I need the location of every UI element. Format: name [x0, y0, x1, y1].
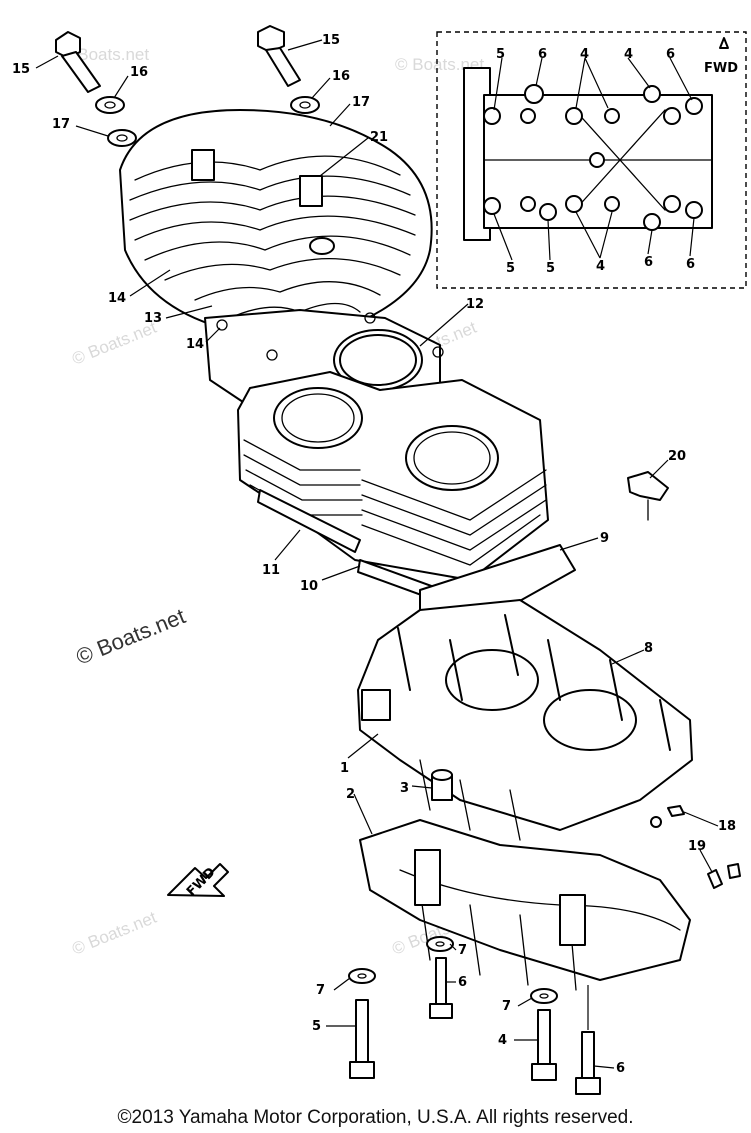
inset-callout: 4 — [624, 47, 633, 62]
callout-3: 3 — [400, 781, 409, 796]
inset-callout: 4 — [580, 47, 589, 62]
callout-7-right: 7 — [502, 999, 511, 1014]
small-screws — [650, 805, 741, 889]
inset-callout: 6 — [538, 47, 547, 62]
inset-callout: 6 — [686, 257, 695, 272]
callout-6-center: 6 — [458, 975, 467, 990]
callout-6-right: 6 — [616, 1061, 625, 1076]
callout-12: 12 — [466, 297, 484, 312]
callout-15-right: 15 — [322, 33, 340, 48]
crankcase-lower — [359, 819, 691, 991]
inset-callout: 5 — [496, 47, 505, 62]
inset-callout: 4 — [596, 259, 605, 274]
callout-2: 2 — [346, 787, 355, 802]
bottom-fasteners — [348, 936, 601, 1095]
callout-18: 18 — [718, 819, 736, 834]
inset-leaders — [493, 57, 695, 261]
callout-5: 5 — [312, 1019, 321, 1034]
callout-14-gasket: 14 — [186, 337, 204, 352]
callout-9: 9 — [600, 531, 609, 546]
callout-labels: 15 16 17 15 16 17 21 14 13 14 12 11 10 9… — [12, 33, 736, 1076]
callout-10: 10 — [300, 579, 318, 594]
callout-7-center: 7 — [458, 943, 467, 958]
watermark: © Boats.net — [395, 55, 484, 74]
callout-16-left: 16 — [130, 65, 148, 80]
head-bolt-right — [257, 25, 301, 87]
callout-7-left: 7 — [316, 983, 325, 998]
inset-bolt-pattern: FWD 5 6 4 4 6 5 5 4 6 6 — [436, 31, 747, 289]
callout-15-left: 15 — [12, 62, 30, 77]
cylinder-block — [237, 371, 549, 613]
callout-21: 21 — [370, 130, 388, 145]
callout-8: 8 — [644, 641, 653, 656]
watermark-large: © Boats.net — [73, 603, 189, 669]
inset-callout: 5 — [506, 261, 515, 276]
callout-17-left: 17 — [52, 117, 70, 132]
callout-4: 4 — [498, 1033, 507, 1048]
fwd-arrow: FWD — [167, 863, 229, 900]
callout-14-head: 14 — [108, 291, 126, 306]
callout-17-right: 17 — [352, 95, 370, 110]
inset-callout: 5 — [546, 261, 555, 276]
inset-callout: 6 — [666, 47, 675, 62]
copyright-notice: ©2013 Yamaha Motor Corporation, U.S.A. A… — [117, 1107, 634, 1128]
callout-19: 19 — [688, 839, 706, 854]
crankcase-upper — [357, 599, 693, 841]
callout-13: 13 — [144, 311, 162, 326]
elbow-fitting — [627, 471, 669, 521]
callout-20: 20 — [668, 449, 686, 464]
inset-bolt-holes — [483, 84, 703, 231]
callout-11: 11 — [262, 563, 280, 578]
callout-16-right: 16 — [332, 69, 350, 84]
inset-fwd-label: FWD — [704, 61, 738, 76]
callout-leaders — [35, 39, 719, 1069]
inset-callout: 6 — [644, 255, 653, 270]
dowel-pin — [431, 769, 453, 801]
watermark: © Boats.net — [69, 908, 159, 959]
head-bolt-left — [55, 31, 101, 93]
callout-1: 1 — [340, 761, 349, 776]
